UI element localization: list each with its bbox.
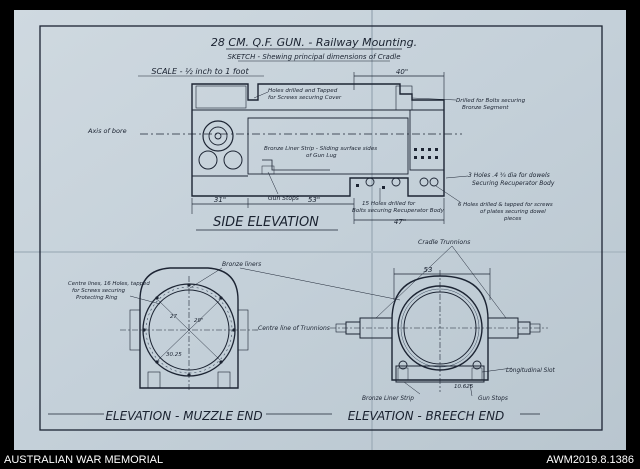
note-longitudinal-slot: Longitudinal Slot — [506, 368, 555, 374]
note-gun-stops: Gun Stops — [268, 195, 299, 202]
dim-breech-top: 53 — [424, 266, 433, 274]
dim-side-top: 40" — [396, 68, 408, 76]
note-holes-cover-2: for Screws securing Cover — [268, 95, 342, 101]
note-centre-holes-3: Protecting Ring — [76, 295, 118, 301]
muzzle-end-drawing — [120, 267, 401, 390]
note-centre-holes-1: Centre lines, 16 Holes, tapped — [68, 281, 150, 287]
note-holes-recup-1: 15 Holes drilled for — [362, 201, 416, 207]
note-liner-strip-1: Bronze Liner Strip - Sliding surface sid… — [264, 146, 377, 152]
drawing-scale: SCALE - ½ inch to 1 foot — [151, 67, 249, 76]
heading-muzzle-end: ELEVATION - MUZZLE END — [105, 409, 262, 423]
heading-side-elevation: SIDE ELEVATION — [213, 215, 319, 230]
note-bolts-bronze-1: Drilled for Bolts securing — [456, 98, 526, 104]
drawing-title: 28 CM. Q.F. GUN. - Railway Mounting. — [211, 36, 417, 49]
dim-side-right: 47" — [394, 218, 406, 226]
heading-breech-end: ELEVATION - BREECH END — [348, 409, 505, 423]
dim-breech-slot: 10.625 — [454, 384, 474, 390]
drawing-border — [39, 25, 603, 431]
note-holes-cover-1: Holes drilled and Tapped — [268, 88, 338, 94]
breech-end-drawing — [330, 245, 548, 397]
note-cradle-trunnions: Cradle Trunnions — [418, 239, 471, 246]
dim-muzzle-b: 29" — [194, 318, 204, 324]
label-axis-of-bore: Axis of bore — [87, 127, 127, 135]
note-holes-plates-1: 6 Holes drilled & tapped for screws — [458, 202, 553, 208]
note-trunnion-line: Centre line of Trunnions — [258, 325, 330, 332]
dim-side-left: 31" — [214, 196, 226, 204]
note-dowels-1: 3 Holes .4 ¾ dia for dowels — [468, 172, 550, 179]
note-holes-recup-2: Bolts securing Recuperator Body — [352, 208, 445, 214]
dim-muzzle-c: 30.25 — [166, 352, 182, 358]
note-centre-holes-2: for Screws securing — [72, 288, 126, 294]
dim-muzzle-a: 27 — [170, 314, 177, 320]
dim-side-mid: 53" — [308, 196, 320, 204]
note-dowels-2: Securing Recuperator Body — [472, 180, 555, 187]
footer-institution: AUSTRALIAN WAR MEMORIAL — [4, 454, 164, 466]
note-liner-strip-2: of Gun Lug — [306, 153, 337, 159]
note-bronze-liner-strip: Bronze Liner Strip — [362, 396, 414, 402]
side-elevation-drawing — [140, 72, 469, 224]
note-holes-plates-2: of plates securing dowel — [480, 209, 546, 215]
note-holes-plates-3: pieces — [503, 216, 522, 222]
note-bolts-bronze-2: Bronze Segment — [462, 105, 509, 111]
footer-bar: AUSTRALIAN WAR MEMORIAL AWM2019.8.1386 — [0, 452, 640, 469]
note-breech-gun-stops: Gun Stops — [478, 396, 508, 402]
footer-accession-number: AWM2019.8.1386 — [546, 454, 634, 466]
drawing-subtitle: SKETCH - Shewing principal dimensions of… — [227, 53, 400, 61]
note-bronze-liners: Bronze liners — [222, 261, 261, 268]
